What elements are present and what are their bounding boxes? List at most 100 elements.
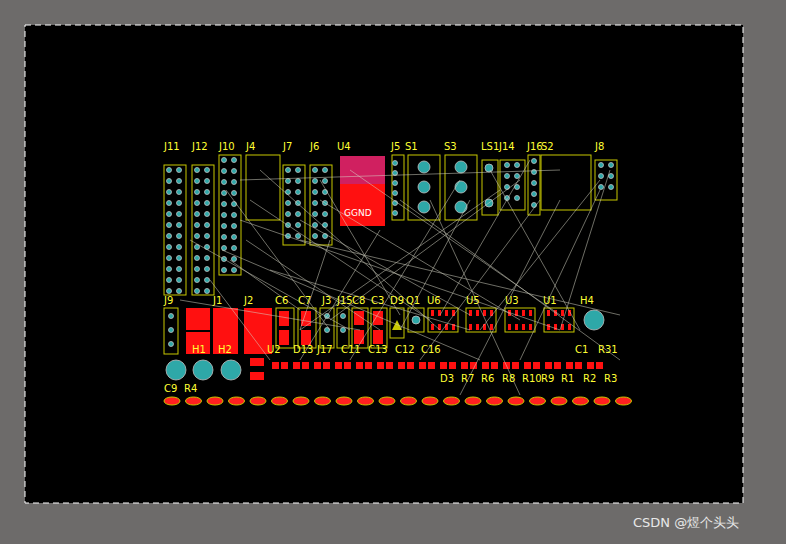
pad xyxy=(222,158,227,163)
smd-pad xyxy=(302,362,309,369)
component-outline xyxy=(371,308,387,348)
pad xyxy=(193,360,213,380)
pad xyxy=(195,223,200,228)
pad xyxy=(532,181,537,186)
ratsnest-line xyxy=(300,230,380,360)
pad xyxy=(455,181,467,193)
pad xyxy=(167,245,172,250)
pad xyxy=(177,201,182,206)
pad xyxy=(167,267,172,272)
designator: J1 xyxy=(213,295,222,306)
smd-pad xyxy=(545,362,552,369)
smd-pad xyxy=(386,362,393,369)
pad xyxy=(599,174,604,179)
pad xyxy=(232,213,237,218)
designator: J14 xyxy=(499,141,515,152)
smd-pad xyxy=(186,332,210,354)
pad xyxy=(609,185,614,190)
component-outline xyxy=(192,165,214,295)
pad xyxy=(177,234,182,239)
pad xyxy=(609,174,614,179)
ratsnest-line xyxy=(460,200,560,395)
smd-pad xyxy=(314,362,321,369)
designator: J4 xyxy=(246,141,255,152)
pad xyxy=(205,201,210,206)
designator: C8 xyxy=(352,295,365,306)
pad xyxy=(341,328,346,333)
designator: S3 xyxy=(444,141,457,152)
component-outline xyxy=(352,308,368,348)
resistor-pad xyxy=(207,397,223,405)
pad xyxy=(195,212,200,217)
smd-pad xyxy=(483,324,486,330)
ratsnest-line xyxy=(490,170,580,330)
pad xyxy=(205,190,210,195)
pad xyxy=(177,245,182,250)
pad xyxy=(505,174,510,179)
component-outline xyxy=(164,165,186,295)
board-outline xyxy=(25,25,743,503)
smd-pad xyxy=(377,362,384,369)
pad xyxy=(296,190,301,195)
smd-pad xyxy=(344,362,351,369)
ratsnest-line xyxy=(430,200,520,395)
pad xyxy=(167,289,172,294)
smd-pad xyxy=(512,362,519,369)
smd-pad xyxy=(438,324,441,330)
pad xyxy=(232,158,237,163)
pad xyxy=(195,234,200,239)
smd-pad xyxy=(554,362,561,369)
resistor-pad xyxy=(358,397,374,405)
smd-pad xyxy=(279,311,289,326)
designator: U3 xyxy=(505,295,519,306)
designator: GGND xyxy=(344,208,372,219)
resistor-pad xyxy=(401,397,417,405)
component-outline xyxy=(541,155,591,210)
component-outline xyxy=(428,308,458,332)
pad xyxy=(169,314,174,319)
smd-pad xyxy=(470,362,477,369)
smd-pad xyxy=(186,308,210,330)
component-outline xyxy=(392,155,404,220)
designator: H2 xyxy=(218,344,232,355)
ratsnest-line xyxy=(400,200,470,330)
component-outline xyxy=(408,155,440,220)
designator: C11 xyxy=(341,344,361,355)
pad xyxy=(177,278,182,283)
resistor-pad xyxy=(272,397,288,405)
ratsnest xyxy=(180,160,620,395)
resistor-pad xyxy=(573,397,589,405)
smd-pad xyxy=(547,310,550,316)
pad xyxy=(232,180,237,185)
designator: D13 xyxy=(293,344,313,355)
ratsnest-line xyxy=(300,240,620,315)
pad xyxy=(323,223,328,228)
designator: S1 xyxy=(405,141,418,152)
pad xyxy=(167,223,172,228)
smd-pad xyxy=(272,362,279,369)
pad xyxy=(232,268,237,273)
smd-pad xyxy=(281,362,288,369)
smd-pad xyxy=(250,372,264,380)
pad xyxy=(222,202,227,207)
resistor-pad xyxy=(293,397,309,405)
pad xyxy=(205,179,210,184)
pad xyxy=(205,267,210,272)
resistor-pad xyxy=(594,397,610,405)
smd-pad xyxy=(431,310,434,316)
pad xyxy=(515,163,520,168)
component-outline xyxy=(445,155,477,220)
pad xyxy=(393,181,398,186)
resistor-pad xyxy=(444,397,460,405)
pad xyxy=(195,267,200,272)
designator: C9 xyxy=(164,383,177,394)
smd-pad xyxy=(250,358,264,366)
smd-pad xyxy=(476,310,479,316)
pad xyxy=(169,342,174,347)
pad xyxy=(418,181,430,193)
pad xyxy=(532,203,537,208)
pad xyxy=(195,179,200,184)
designator: J5 xyxy=(391,141,400,152)
pad xyxy=(341,314,346,319)
